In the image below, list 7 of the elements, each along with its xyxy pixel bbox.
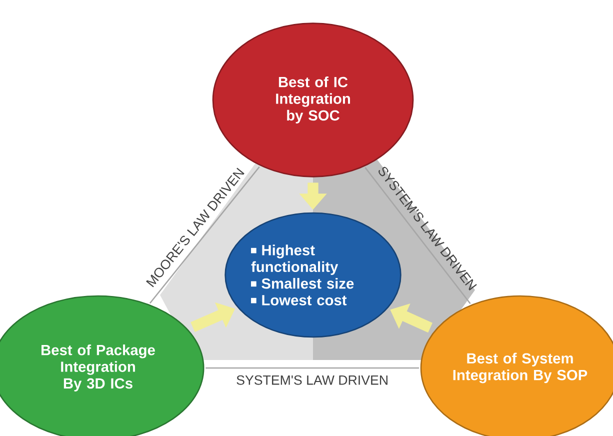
- ellipse-node: Best of Package Integration By 3D ICs: [0, 295, 204, 436]
- ellipse-node: Highest functionality Smallest size Lowest cost: [224, 212, 402, 338]
- edge-label: SYSTEM'S LAW DRIVEN: [236, 375, 388, 385]
- ellipse-node: Best of System Integration By SOP: [420, 295, 613, 436]
- connector-line: [149, 166, 260, 304]
- connector-line: [364, 167, 471, 304]
- connector-line: [206, 367, 419, 369]
